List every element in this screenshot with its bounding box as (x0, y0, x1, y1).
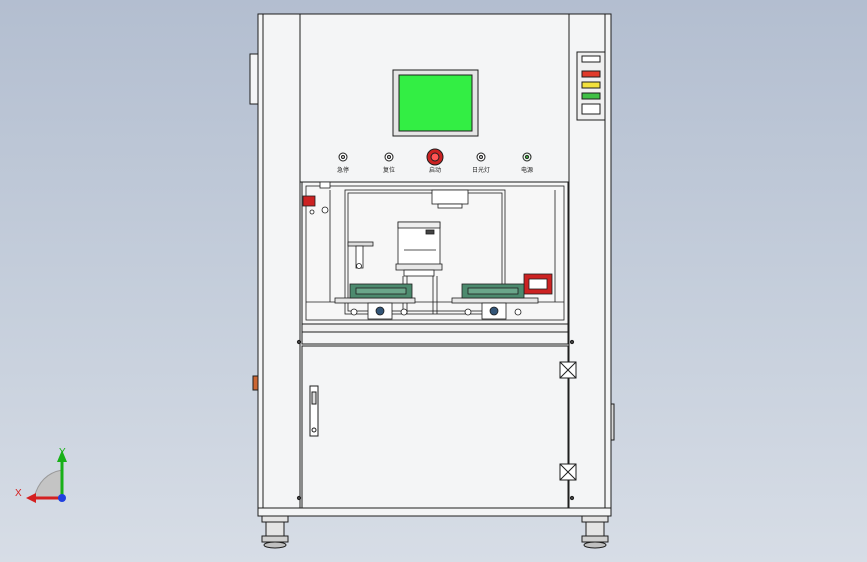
label-emergency-stop: 急停 (337, 166, 349, 174)
fixture-left (334, 283, 416, 320)
button-emergency-stop[interactable] (338, 152, 348, 162)
vent-upper (559, 361, 577, 379)
label-reset: 复位 (383, 166, 395, 174)
label-power: 电源 (521, 166, 533, 174)
label-light: 日光灯 (472, 166, 490, 174)
z-axis-dot (58, 494, 66, 502)
left-side-panel (249, 53, 259, 105)
caster-left (261, 515, 289, 549)
work-shelf (301, 323, 569, 345)
label-start: 启动 (429, 166, 441, 174)
button-start[interactable] (426, 148, 444, 166)
button-reset[interactable] (384, 152, 394, 162)
left-side-latch (252, 375, 259, 391)
work-area (301, 181, 569, 325)
x-axis-label: X (15, 488, 22, 499)
signal-light-red (581, 70, 601, 78)
y-axis-label: Y (59, 447, 66, 458)
cabinet-base (257, 507, 612, 517)
button-power[interactable] (522, 152, 532, 162)
caster-right (581, 515, 609, 549)
red-handle-left (302, 195, 316, 207)
left-column (257, 13, 301, 515)
axis-triad: Y X (15, 447, 67, 503)
control-buttons (338, 148, 532, 166)
vent-lower (559, 463, 577, 481)
axis-plane-shading (33, 469, 63, 499)
center-module (397, 221, 441, 267)
signal-light-green (581, 92, 601, 100)
button-labels: 急停 复位 启动 日光灯 电源 (337, 166, 533, 174)
hmi-display (398, 74, 473, 132)
signal-tower (576, 51, 606, 121)
door-handle[interactable] (309, 385, 319, 437)
fixture-right (451, 283, 539, 320)
hmi-screen[interactable] (392, 69, 479, 137)
lower-door[interactable] (296, 339, 577, 509)
button-light[interactable] (476, 152, 486, 162)
signal-light-yellow (581, 81, 601, 89)
